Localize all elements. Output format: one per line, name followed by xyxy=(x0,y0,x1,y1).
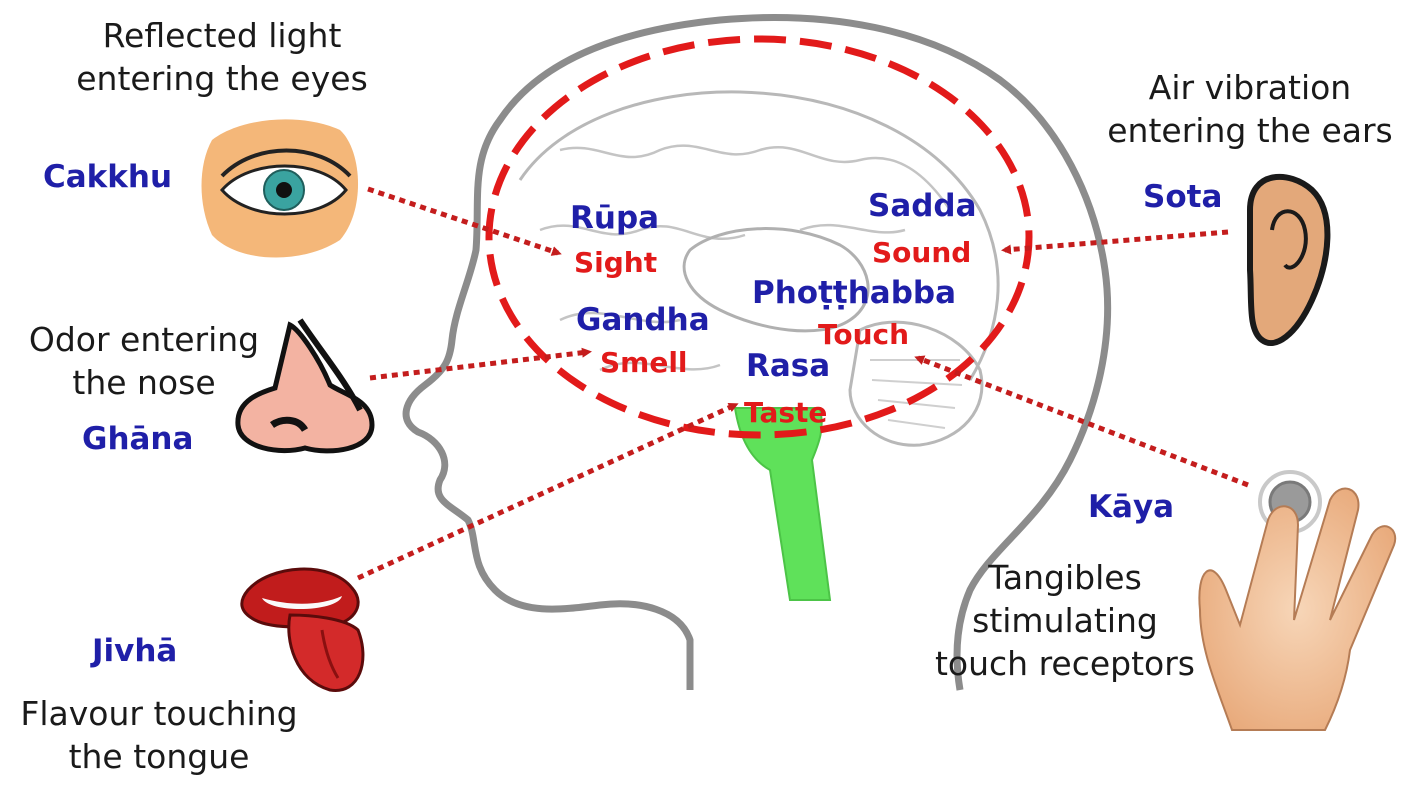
tongue-description: Flavour touching the tongue xyxy=(4,692,314,778)
sight-label: Sight xyxy=(574,246,657,280)
ear-pali-label: Sota xyxy=(1143,178,1222,216)
nose-description: Odor entering the nose xyxy=(16,318,272,404)
smell-label: Smell xyxy=(600,346,688,380)
body-pali-label: Kāya xyxy=(1088,488,1174,526)
rupa-label: Rūpa xyxy=(570,200,659,236)
touch-label: Touch xyxy=(818,318,909,352)
arrow-nose xyxy=(370,352,588,378)
photthabba-label: Phoṭṭhabba xyxy=(752,275,956,311)
eye-pali-label: Cakkhu xyxy=(43,158,172,196)
sound-label: Sound xyxy=(872,236,971,270)
eye-description: Reflected light entering the eyes xyxy=(62,14,382,100)
body-description: Tangibles stimulating touch receptors xyxy=(915,556,1215,685)
sadda-label: Sadda xyxy=(868,188,977,224)
ear-icon xyxy=(1250,177,1327,343)
taste-label: Taste xyxy=(744,396,827,430)
tongue-pali-label: Jivhā xyxy=(92,632,177,670)
ear-description: Air vibration entering the ears xyxy=(1090,66,1410,152)
gandha-label: Gandha xyxy=(576,302,710,338)
rasa-label: Rasa xyxy=(746,348,830,384)
arrow-eye xyxy=(368,189,558,253)
tongue-icon xyxy=(242,569,363,690)
hand-icon xyxy=(1199,472,1395,730)
eye-icon xyxy=(202,119,359,257)
arrow-ear xyxy=(1005,232,1228,250)
nose-pali-label: Ghāna xyxy=(82,420,193,458)
